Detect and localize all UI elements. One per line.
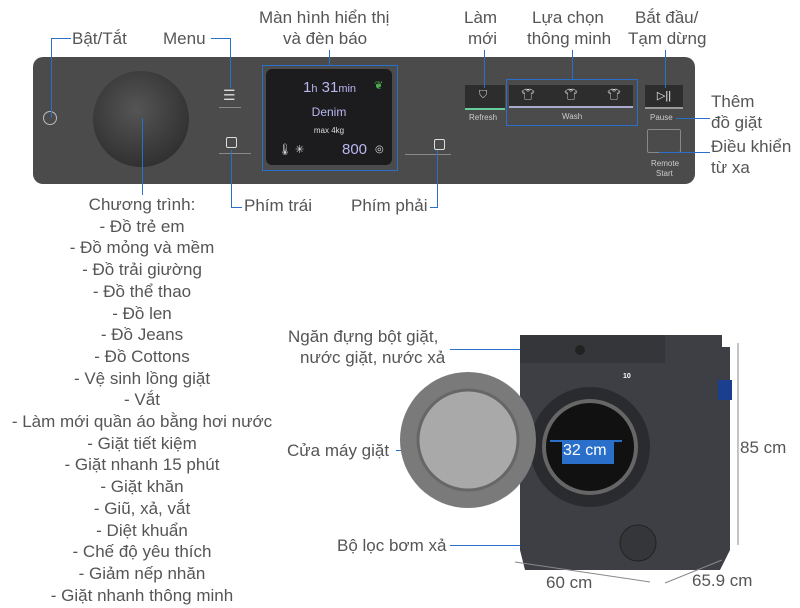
drain-filter-cover [619, 524, 657, 562]
shirt-selected-icon[interactable]: 👕︎ [564, 89, 578, 101]
dispenser-label-1: Ngăn đựng bột giặt, [288, 327, 439, 346]
max-load: max 4kg [313, 126, 345, 135]
menu-icon[interactable]: ☰ [223, 87, 236, 103]
start-label-1: Bắt đầu/ [635, 8, 699, 27]
smart-label-1: Lựa chọn [532, 8, 604, 27]
shirt-leaf-icon[interactable]: 👕︎ [607, 89, 621, 101]
machine-knob [575, 345, 585, 355]
right-key-label: Phím phải [351, 196, 428, 215]
refresh-text: Refresh [469, 113, 498, 122]
left-key-label: Phím trái [244, 196, 313, 215]
time-hours: 1 [303, 79, 312, 96]
right-key-button[interactable] [434, 139, 445, 150]
width-arrow [514, 561, 651, 583]
program-item: - Giũ, xả, vắt [93, 498, 191, 518]
program-item: - Đồ thể thao [92, 281, 192, 301]
refresh-label-1: Làm [464, 8, 498, 27]
width-dimension: 60 cm [546, 573, 593, 592]
program-item: - Đồ len [112, 303, 172, 323]
time-minutes: 31 [321, 79, 339, 96]
start-pause-button[interactable]: ▷|| [645, 85, 683, 109]
program-item: - Đồ trải giường [82, 260, 202, 280]
display-label-1: Màn hình hiển thị [259, 8, 390, 27]
refresh-label-2: mới [468, 29, 498, 48]
program-item: - Vệ sinh lồng giặt [73, 368, 211, 388]
left-key-button[interactable] [226, 137, 237, 148]
energy-label-badge [718, 380, 732, 400]
washing-machine-illustration [400, 335, 739, 584]
door-diameter-value: 32 cm [563, 442, 607, 459]
remote-start-text-1: Remote [651, 159, 680, 168]
control-panel: ☰ 1h 31min ❦ Denim max 4kg 🌡︎ ✳ 800 ◎ ⛉ … [33, 57, 695, 184]
filter-label: Bộ lọc bơm xả [337, 536, 447, 555]
dispenser-label-2: nước giặt, nước xả [300, 348, 446, 367]
start-label-2: Tạm dừng [628, 29, 707, 48]
program-item: - Đồ Cottons [94, 346, 190, 366]
depth-dimension: 65.9 cm [692, 571, 753, 590]
program-item: - Làm mới quần áo bằng hơi nước [11, 412, 273, 432]
program-item: - Đồ trẻ em [99, 216, 185, 236]
program-item: - Giặt nhanh 15 phút [64, 455, 220, 475]
eco-leaf-icon: ❦ [374, 80, 384, 92]
program-item: - Chế độ yêu thích [72, 542, 212, 562]
program-item: - Đồ mỏng và mềm [69, 238, 215, 258]
remote-start-text-2: Start [656, 169, 673, 178]
height-dimension: 85 cm [740, 438, 787, 457]
program-item: - Giặt tiết kiệm [87, 433, 197, 453]
program-item: - Vắt [124, 390, 160, 410]
temperature-icon: 🌡︎ ✳ [278, 144, 305, 156]
refresh-button[interactable]: ⛉ [465, 85, 505, 110]
smart-label-2: thông minh [527, 29, 612, 48]
program-list-title: Chương trình: [88, 195, 196, 214]
spin-speed: 800 [342, 141, 368, 158]
wash-text: Wash [562, 112, 583, 121]
refresh-shirt-icon: ⛉ [479, 89, 488, 101]
power-button[interactable] [43, 111, 57, 125]
display-screen: 1h 31min ❦ Denim max 4kg 🌡︎ ✳ 800 ◎ [266, 69, 392, 165]
display-outline: 1h 31min ❦ Denim max 4kg 🌡︎ ✳ 800 ◎ [262, 65, 398, 171]
wash-buttons[interactable]: 👕︎ 👕︎ 👕︎ [509, 85, 633, 108]
wash-selector-outline: 👕︎ 👕︎ 👕︎ Wash [506, 79, 638, 126]
door-label: Cửa máy giặt [287, 441, 390, 460]
remote-label-1: Điều khiển [711, 137, 792, 156]
program-item: - Giặt khăn [100, 477, 184, 497]
energy-label-value: 10 [623, 373, 631, 380]
remote-start-button[interactable] [647, 129, 681, 153]
program-item: - Giảm nếp nhăn [78, 563, 206, 583]
add-laundry-label-1: Thêm [711, 92, 755, 111]
program-item: - Diệt khuẩn [96, 520, 188, 540]
program-knob[interactable] [93, 71, 189, 167]
add-laundry-label-2: đồ giặt [711, 113, 763, 132]
spin-icon: ◎ [375, 144, 384, 155]
program-item: - Đồ Jeans [100, 325, 184, 345]
pause-text: Pause [650, 113, 673, 122]
display-label-2: và đèn báo [283, 29, 368, 48]
menu-label: Menu [163, 29, 206, 48]
program-item: - Giặt nhanh thông minh [50, 585, 234, 605]
detergent-drawer [520, 335, 665, 363]
shirt-icon[interactable]: 👕︎ [521, 89, 535, 101]
program-list: Chương trình: - Đồ trẻ em- Đồ mỏng và mề… [0, 194, 284, 606]
program-name: Denim [311, 105, 347, 119]
depth-arrow [664, 559, 723, 584]
remote-label-2: từ xa [711, 158, 750, 177]
power-label: Bật/Tắt [72, 29, 127, 48]
